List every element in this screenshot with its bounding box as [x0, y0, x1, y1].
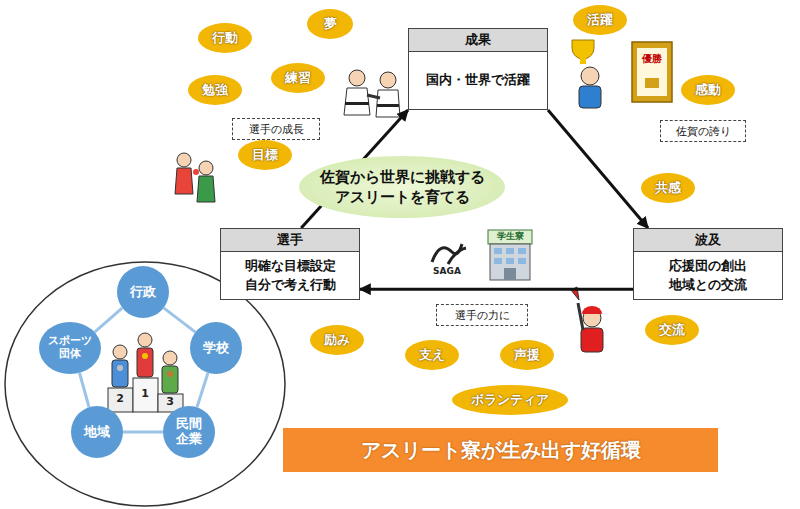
- node-text: 行政: [130, 285, 156, 300]
- keyword-ellipse: 目標: [238, 140, 292, 170]
- cycle-arrow: [360, 288, 633, 291]
- stakeholder-circle: スポーツ団体: [39, 322, 101, 374]
- partner-link: [79, 373, 89, 407]
- keyword-ellipse: 練習: [271, 63, 325, 93]
- picture-label: 1: [137, 387, 153, 400]
- keyword-ellipse: 夢: [307, 9, 353, 39]
- picture-label: SAGA: [427, 266, 467, 277]
- node-text: 選手の成長: [249, 122, 304, 137]
- picture-label: 3: [162, 395, 178, 408]
- node-text: 活躍: [587, 11, 613, 29]
- node-text: スポーツ団体: [48, 335, 92, 360]
- process-box: 選手明確な目標設定 自分で考え行動: [220, 228, 360, 300]
- dormitory-building: [488, 230, 532, 280]
- partner-link: [164, 308, 196, 332]
- picture-label: 優勝: [634, 53, 670, 65]
- process-box: 成果国内・世界で活躍: [408, 28, 548, 110]
- keyword-ellipse: ボランティア: [452, 385, 568, 415]
- saga-logo: [432, 244, 466, 264]
- node-text: ボランティア: [471, 391, 549, 409]
- node-text: 交流: [659, 321, 685, 339]
- node-text: 声援: [514, 346, 540, 364]
- keyword-ellipse: 励み: [310, 325, 364, 355]
- stakeholder-circle: 地域: [71, 406, 123, 458]
- node-text: 地域: [84, 425, 110, 440]
- box-heading: 選手: [221, 229, 359, 252]
- node-text: 感動: [695, 81, 721, 99]
- picture-label: 学生寮: [490, 231, 530, 242]
- box-body: 明確な目標設定 自分で考え行動: [221, 252, 359, 299]
- box-heading: 成果: [409, 29, 547, 52]
- node-text: 選手の力に: [455, 308, 510, 323]
- node-text: 学校: [203, 341, 229, 356]
- box-body: 国内・世界で活躍: [420, 52, 536, 109]
- node-text: 勉強: [202, 81, 228, 99]
- trophy-plaque: [632, 42, 672, 102]
- theme-ellipse: 佐賀から世界に挑戦する アスリートを育てる: [299, 156, 505, 218]
- stakeholder-circle: 民間企業: [163, 406, 215, 458]
- keyword-ellipse: 勉強: [188, 75, 242, 105]
- process-box: 波及応援団の創出 地域との交流: [633, 228, 783, 300]
- stakeholder-circle: 行政: [117, 266, 169, 318]
- stakeholder-circle: 学校: [190, 322, 242, 374]
- node-text: 行動: [212, 29, 238, 47]
- node-text: 目標: [252, 146, 278, 164]
- trophy-figure: [572, 40, 601, 108]
- note-box: 選手の力に: [436, 304, 528, 326]
- sparring-figures: [175, 153, 215, 202]
- cycle-arrow: [548, 110, 648, 228]
- podium-figure: [108, 333, 183, 412]
- box-heading: 波及: [634, 229, 782, 252]
- title-band: アスリート寮が生み出す好循環: [283, 428, 718, 472]
- note-box: 佐賀の誇り: [660, 120, 746, 142]
- keyword-ellipse: 声援: [500, 340, 554, 370]
- keyword-ellipse: 共感: [641, 173, 695, 203]
- node-text: 佐賀の誇り: [676, 124, 731, 139]
- node-text: 民間企業: [174, 417, 204, 447]
- node-text: 励み: [324, 331, 350, 349]
- node-text: 佐賀から世界に挑戦する アスリートを育てる: [309, 167, 495, 208]
- node-text: 練習: [285, 69, 311, 87]
- judo-figures: [344, 70, 400, 117]
- partner-link: [95, 308, 123, 332]
- partner-link: [197, 373, 208, 407]
- partner-link: [123, 431, 163, 434]
- keyword-ellipse: 行動: [198, 23, 252, 53]
- keyword-ellipse: 交流: [645, 315, 699, 345]
- cheering-figure: [571, 287, 603, 352]
- keyword-ellipse: 感動: [681, 75, 735, 105]
- node-text: 共感: [655, 179, 681, 197]
- node-text: 夢: [324, 15, 337, 33]
- keyword-ellipse: 活躍: [573, 5, 627, 35]
- note-box: 選手の成長: [232, 118, 320, 140]
- picture-label: 2: [112, 392, 128, 405]
- keyword-ellipse: 支え: [405, 340, 459, 370]
- node-text: 支え: [419, 346, 445, 364]
- box-body: 応援団の創出 地域との交流: [634, 252, 782, 299]
